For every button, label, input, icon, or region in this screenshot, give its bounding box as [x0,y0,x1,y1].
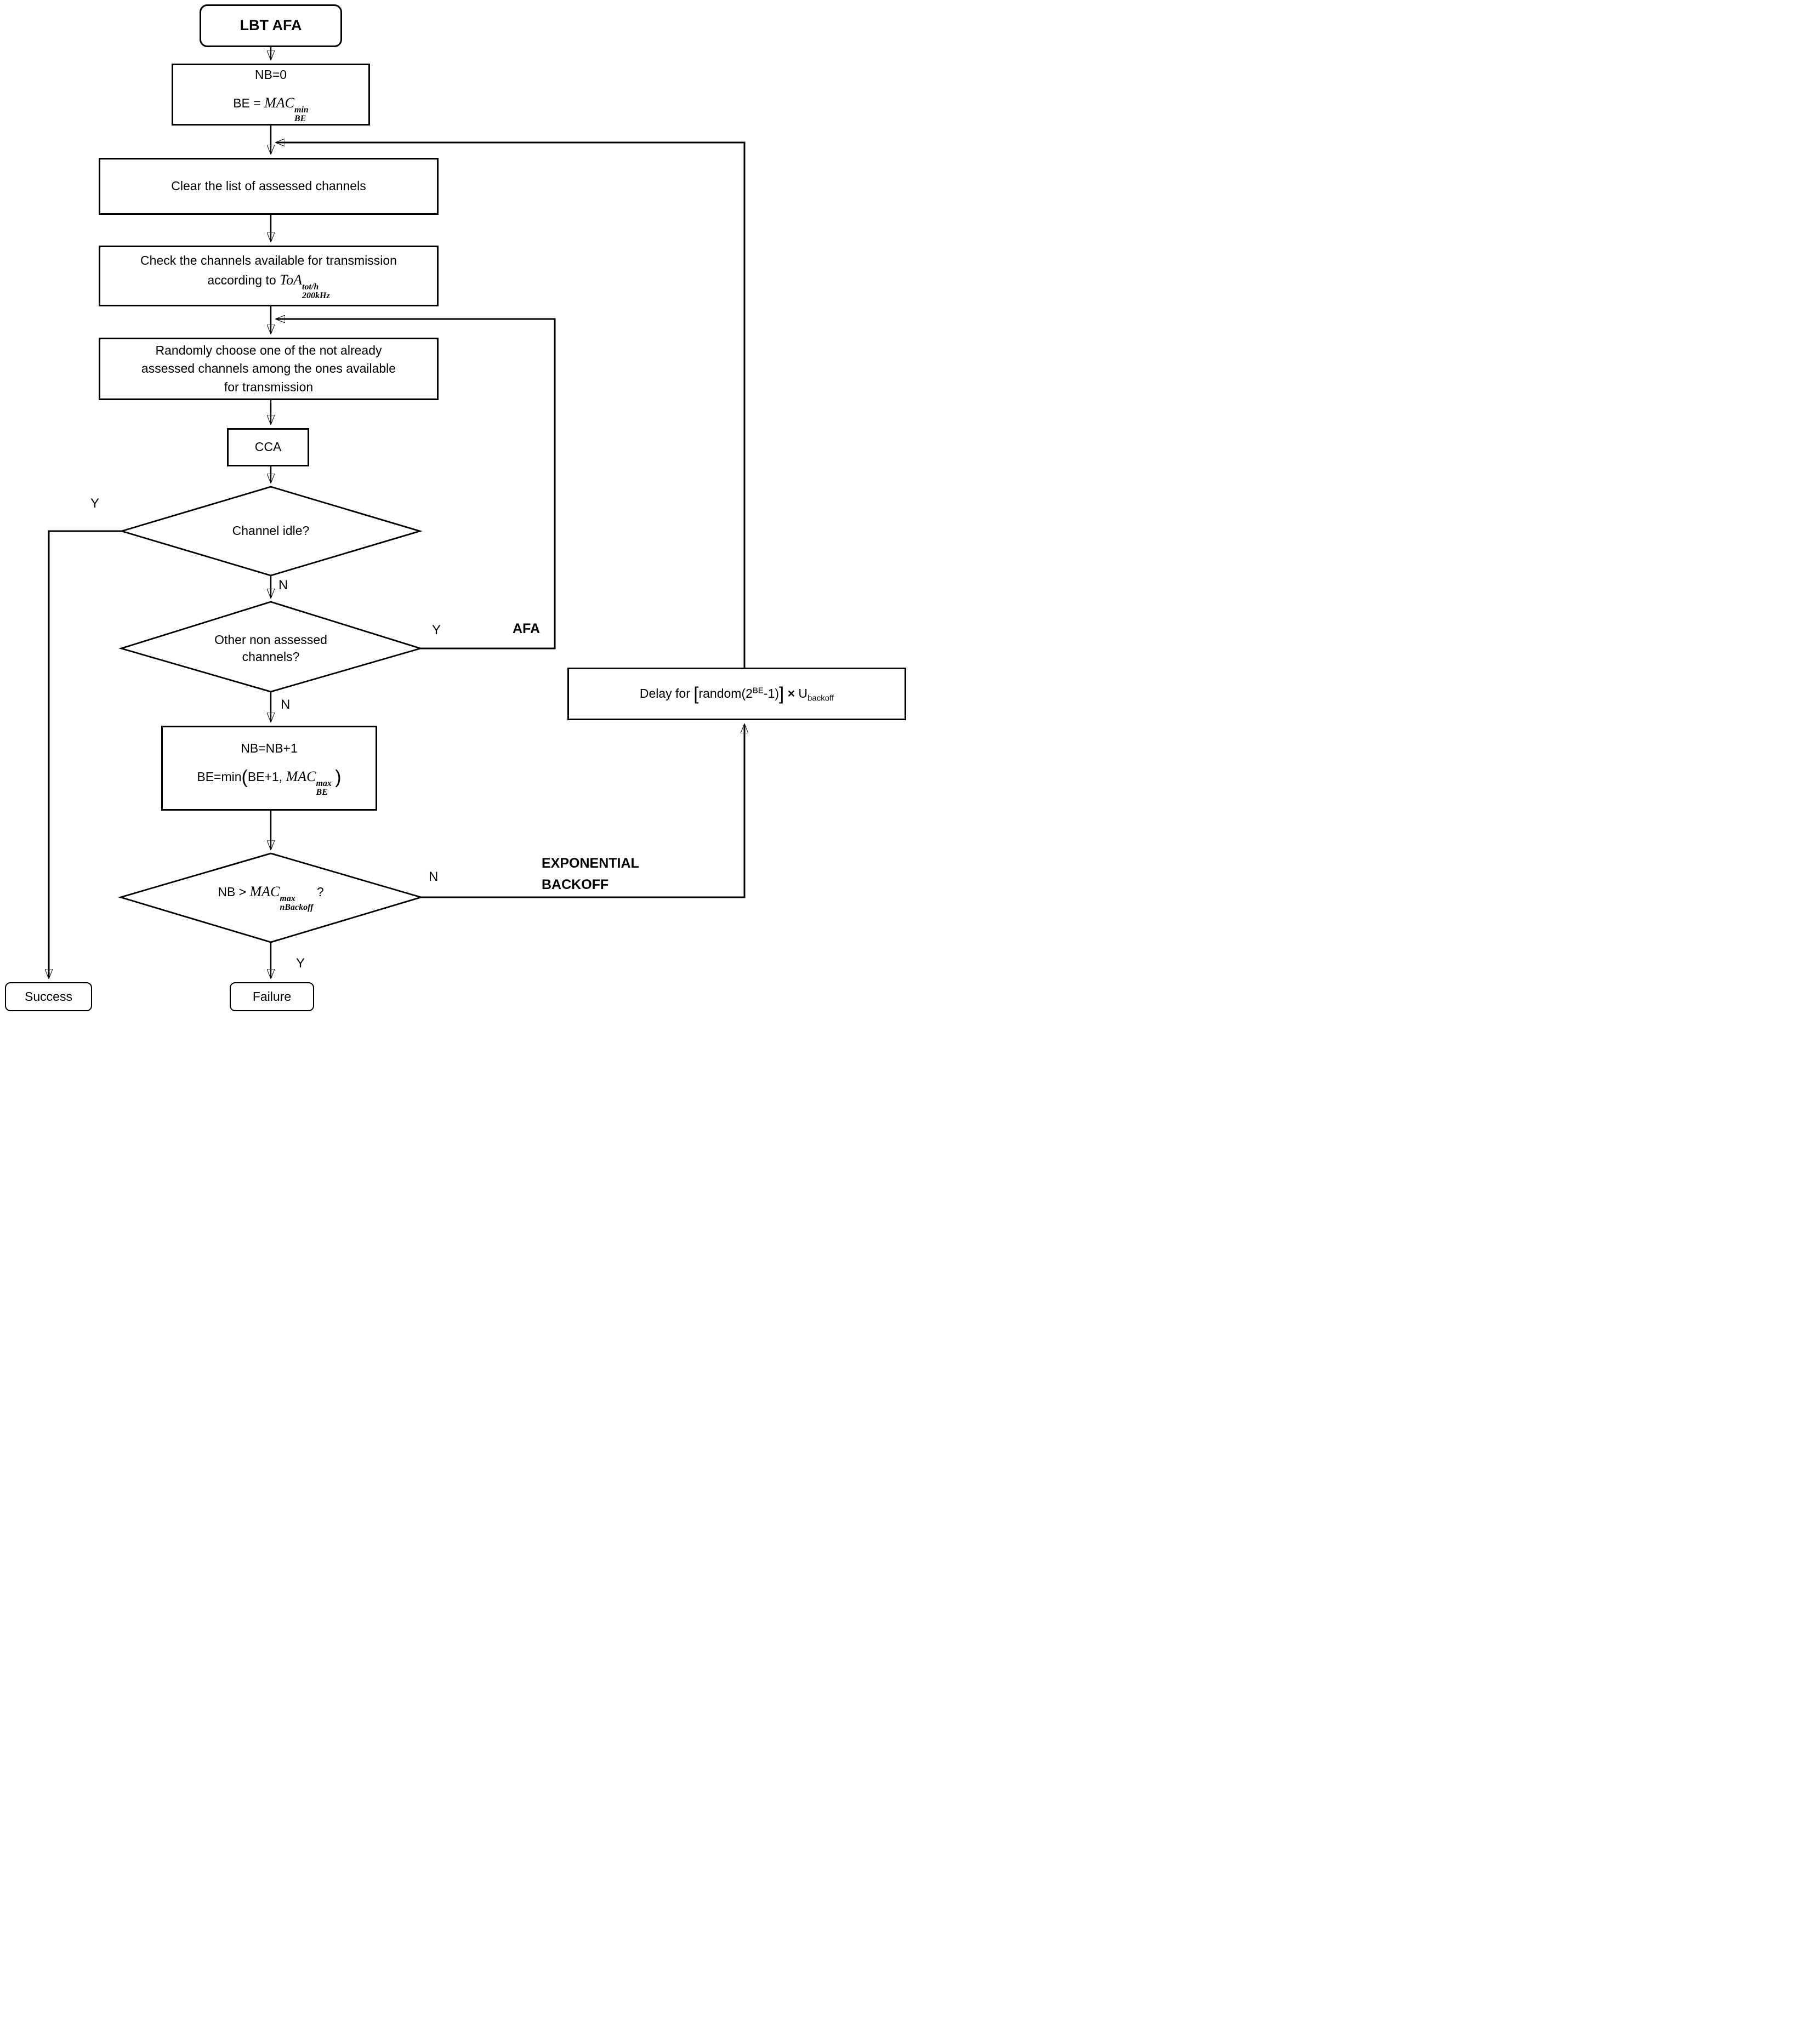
increment-mac-base: MAC [286,768,316,784]
flowchart-wires [0,47,910,1014]
check-toa-sub: 200kHz [302,291,330,301]
delay-unit-base: U [798,686,808,701]
backoff-mac-sup: max [280,894,295,904]
decision-other-line1: Other non assessed [214,632,327,647]
clear-label: Clear the list of assessed channels [171,179,366,193]
decision-channel-idle: Channel idle? [189,509,353,553]
success-label: Success [25,989,72,1004]
label-other-yes: Y [432,623,441,637]
label-exponential-line1: EXPONENTIAL [542,856,639,871]
increment-line1: NB=NB+1 [241,740,298,755]
delay-formula: Delay for [random(2BE-1)] × Ubackoff [640,685,834,703]
decision-channel-idle-label: Channel idle? [232,523,310,538]
increment-args: BE+1, [247,769,286,784]
failure-label: Failure [252,989,292,1004]
check-accordingto: according to [207,272,280,287]
cca-process: CCA [227,428,309,466]
increment-mac-sub: BE [316,788,328,797]
backoff-mac-base: MAC [249,884,280,900]
init-mac-base: MAC [264,94,294,111]
backoff-question: ? [313,885,324,899]
backoff-mac-sub: nBackoff [280,903,314,913]
check-toa-sup: tot/h [302,282,319,292]
init-mac-sup: min [294,105,309,115]
start-label: LBT AFA [240,17,302,34]
decision-nb-backoff-shape [118,852,424,943]
random-line2: assessed channels among the ones availab… [141,361,396,376]
check-toa-base: ToA [280,271,302,288]
delay-unit-sub: backoff [807,693,834,703]
init-be-prefix: BE = [233,95,265,110]
label-other-no: N [281,697,291,712]
init-line1: NB=0 [254,67,287,82]
random-process: Randomly choose one of the not already a… [99,338,439,400]
delay-term1: random(2 [698,686,753,701]
connector-delay-return-loop [276,143,746,668]
random-line1: Randomly choose one of the not already [155,343,382,357]
increment-open-paren: ( [241,767,248,788]
connector-idle-yes-success [49,530,122,978]
delay-close-bracket: ] [779,683,784,704]
random-line3: for transmission [224,379,314,394]
backoff-nb-prefix: NB > [218,885,250,899]
success-terminal: Success [5,982,92,1011]
clear-process: Clear the list of assessed channels [99,158,439,215]
label-idle-yes: Y [90,496,100,511]
label-idle-no: N [278,578,288,593]
label-backoff-yes: Y [296,956,305,971]
cca-label: CCA [254,440,282,454]
delay-process: Delay for [random(2BE-1)] × Ubackoff [567,668,906,720]
increment-close-paren: ) [335,767,342,788]
label-exponential-backoff: EXPONENTIAL BACKOFF [542,853,639,896]
start-terminal: LBT AFA [200,4,342,47]
check-line1: Check the channels available for transmi… [140,253,397,267]
decision-other-line2: channels? [242,650,300,664]
increment-be-prefix: BE=min [197,769,242,784]
delay-open-bracket: [ [693,683,699,704]
delay-term2: -1) [763,686,780,701]
failure-terminal: Failure [230,982,314,1011]
decision-channel-idle-shape [119,486,423,577]
init-mac-sub: BE [294,114,306,124]
delay-exponent: BE [752,686,764,696]
check-process: Check the channels available for transmi… [99,246,439,306]
decision-other-channels-shape [118,601,423,693]
increment-mac-sup: max [316,778,332,788]
label-afa: AFA [513,621,540,636]
connector-backoff-no-delay [421,725,744,898]
label-exponential-line2: BACKOFF [542,877,609,892]
label-backoff-no: N [429,869,439,884]
delay-multiply-sign: × [784,686,799,701]
delay-prefix: Delay for [639,686,694,701]
decision-other-channels: Other non assessed channels? [189,621,353,676]
connector-afa-loop [276,319,556,650]
